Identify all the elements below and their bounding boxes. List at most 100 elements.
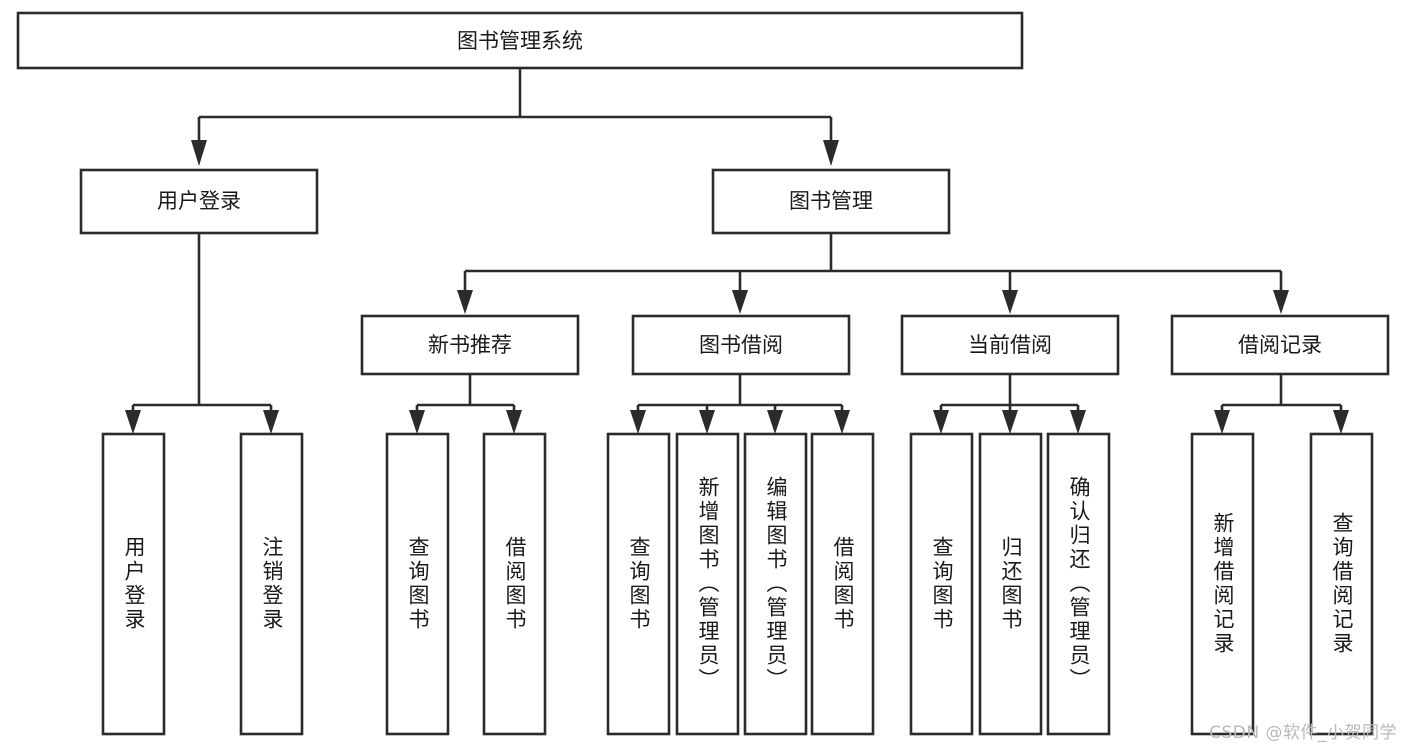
- leaf-box-bb-add-book[interactable]: [675, 432, 740, 736]
- arrow-head-user-login: [191, 140, 207, 166]
- leaf-label-bb-edit-book: 编辑图书（管理员）: [764, 476, 788, 692]
- node-book-borrow[interactable]: 图书借阅: [631, 314, 851, 376]
- node-book-borrow-label: 图书借阅: [699, 333, 783, 357]
- leaf-node-nbr-query-book[interactable]: 查询图书: [385, 432, 450, 736]
- leaf-label-bb-borrow-book: 借阅图书: [831, 536, 855, 632]
- arrow-head-book-borrow: [732, 290, 748, 314]
- leaf-node-bb-query-book[interactable]: 查询图书: [606, 432, 671, 736]
- node-new-book-recommend-label: 新书推荐: [428, 333, 512, 357]
- leaf-label-wrap-bb-add-book: 新增图书（管理员）: [696, 476, 720, 692]
- connector-group-book-mgmt: [457, 233, 1289, 314]
- leaf-node-br-query-record[interactable]: 查询借阅记录: [1309, 432, 1374, 736]
- leaf-label-wrap-bb-edit-book: 编辑图书（管理员）: [764, 476, 788, 692]
- leaf-node-bb-edit-book[interactable]: 编辑图书（管理员）: [743, 432, 808, 736]
- connector-group-borrow-record: [1214, 374, 1349, 434]
- leaf-label-bb-add-book: 新增图书（管理员）: [696, 476, 720, 692]
- arrow-head-bb-leaf3: [767, 410, 783, 434]
- leaf-label-cb-query-book: 查询图书: [930, 536, 954, 632]
- connector-group-new-book-recommend: [409, 374, 522, 434]
- node-book-management-label: 图书管理: [789, 189, 873, 213]
- leaf-label-br-query-record: 查询借阅记录: [1330, 512, 1354, 656]
- leaf-label-bb-query-book: 查询图书: [627, 536, 651, 632]
- leaf-label-wrap-cb-query-book: 查询图书: [930, 536, 954, 632]
- arrow-head-cb-leaf1: [933, 410, 949, 434]
- node-new-book-recommend[interactable]: 新书推荐: [360, 314, 580, 376]
- leaf-box-br-query-record[interactable]: [1309, 432, 1374, 736]
- leaf-label-nbr-query-book: 查询图书: [406, 536, 430, 632]
- leaf-box-nbr-query-book[interactable]: [385, 432, 450, 736]
- connector-group-user-login: [125, 233, 279, 434]
- arrow-head-leaf-user-login: [125, 410, 141, 434]
- leaf-label-wrap-cb-confirm-return: 确认归还（管理员）: [1067, 476, 1091, 692]
- leaf-label-wrap-br-add-record: 新增借阅记录: [1211, 512, 1235, 656]
- leaf-node-cb-query-book[interactable]: 查询图书: [909, 432, 974, 736]
- node-user-login[interactable]: 用户登录: [79, 168, 319, 235]
- arrow-head-borrow-record: [1273, 290, 1289, 314]
- leaf-label-user-login-login: 用户登录: [122, 536, 146, 632]
- arrow-head-br-leaf1: [1214, 410, 1230, 434]
- connector-group-root: [191, 68, 839, 166]
- leaf-box-user-login-login[interactable]: [101, 432, 166, 736]
- leaf-label-wrap-nbr-borrow-book: 借阅图书: [503, 536, 527, 632]
- leaf-box-nbr-borrow-book[interactable]: [482, 432, 547, 736]
- arrow-head-leaf-logout: [263, 410, 279, 434]
- leaf-node-user-login-login[interactable]: 用户登录: [101, 432, 166, 736]
- leaf-label-cb-return-book: 归还图书: [999, 536, 1023, 632]
- leaf-node-user-login-logout[interactable]: 注销登录: [239, 432, 304, 736]
- node-borrow-record[interactable]: 借阅记录: [1170, 314, 1390, 376]
- node-root-box[interactable]: [16, 11, 1024, 70]
- node-current-borrow[interactable]: 当前借阅: [900, 314, 1120, 376]
- arrow-head-bb-leaf4: [834, 410, 850, 434]
- arrow-head-cb-leaf2: [1002, 410, 1018, 434]
- node-current-borrow-box[interactable]: [900, 314, 1120, 376]
- node-current-borrow-label: 当前借阅: [968, 333, 1052, 357]
- arrow-head-new-book-recommend: [457, 290, 473, 314]
- leaf-label-wrap-br-query-record: 查询借阅记录: [1330, 512, 1354, 656]
- leaf-box-user-login-logout[interactable]: [239, 432, 304, 736]
- arrow-head-bb-leaf2: [699, 410, 715, 434]
- node-root-label: 图书管理系统: [457, 29, 583, 53]
- node-borrow-record-box[interactable]: [1170, 314, 1390, 376]
- leaf-node-nbr-borrow-book[interactable]: 借阅图书: [482, 432, 547, 736]
- node-book-management[interactable]: 图书管理: [711, 168, 951, 235]
- arrow-head-nbr-leaf2: [506, 410, 522, 434]
- leaf-label-wrap-bb-query-book: 查询图书: [627, 536, 651, 632]
- leaf-node-bb-add-book[interactable]: 新增图书（管理员）: [675, 432, 740, 736]
- node-root-system[interactable]: 图书管理系统: [16, 11, 1024, 70]
- arrow-head-nbr-leaf1: [409, 410, 425, 434]
- node-book-management-box[interactable]: [711, 168, 951, 235]
- node-user-login-box[interactable]: [79, 168, 319, 235]
- connector-group-current-borrow: [933, 374, 1086, 434]
- leaf-box-cb-return-book[interactable]: [978, 432, 1043, 736]
- leaf-node-bb-borrow-book[interactable]: 借阅图书: [810, 432, 875, 736]
- connector-group-book-borrow: [630, 374, 850, 434]
- node-new-book-recommend-box[interactable]: [360, 314, 580, 376]
- leaf-node-cb-return-book[interactable]: 归还图书: [978, 432, 1043, 736]
- arrow-head-bb-leaf1: [630, 410, 646, 434]
- node-borrow-record-label: 借阅记录: [1238, 333, 1322, 357]
- leaf-node-br-add-record[interactable]: 新增借阅记录: [1190, 432, 1255, 736]
- arrow-head-current-borrow: [1002, 290, 1018, 314]
- leaf-box-cb-confirm-return[interactable]: [1046, 432, 1111, 736]
- leaf-box-cb-query-book[interactable]: [909, 432, 974, 736]
- leaf-box-bb-edit-book[interactable]: [743, 432, 808, 736]
- leaf-box-bb-borrow-book[interactable]: [810, 432, 875, 736]
- arrow-head-cb-leaf3: [1070, 410, 1086, 434]
- leaf-label-user-login-logout: 注销登录: [260, 536, 284, 632]
- leaf-label-br-add-record: 新增借阅记录: [1211, 512, 1235, 656]
- leaf-box-bb-query-book[interactable]: [606, 432, 671, 736]
- node-book-borrow-box[interactable]: [631, 314, 851, 376]
- arrow-head-br-leaf2: [1333, 410, 1349, 434]
- leaf-box-br-add-record[interactable]: [1190, 432, 1255, 736]
- leaf-label-wrap-bb-borrow-book: 借阅图书: [831, 536, 855, 632]
- node-user-login-label: 用户登录: [157, 189, 241, 213]
- leaf-label-wrap-cb-return-book: 归还图书: [999, 536, 1023, 632]
- leaf-label-wrap-nbr-query-book: 查询图书: [406, 536, 430, 632]
- leaf-node-cb-confirm-return[interactable]: 确认归还（管理员）: [1046, 432, 1111, 736]
- leaf-label-cb-confirm-return: 确认归还（管理员）: [1067, 476, 1091, 692]
- arrow-head-book-mgmt: [823, 140, 839, 166]
- csdn-watermark: CSDN @软件_小贺同学: [1209, 723, 1397, 743]
- leaf-label-nbr-borrow-book: 借阅图书: [503, 536, 527, 632]
